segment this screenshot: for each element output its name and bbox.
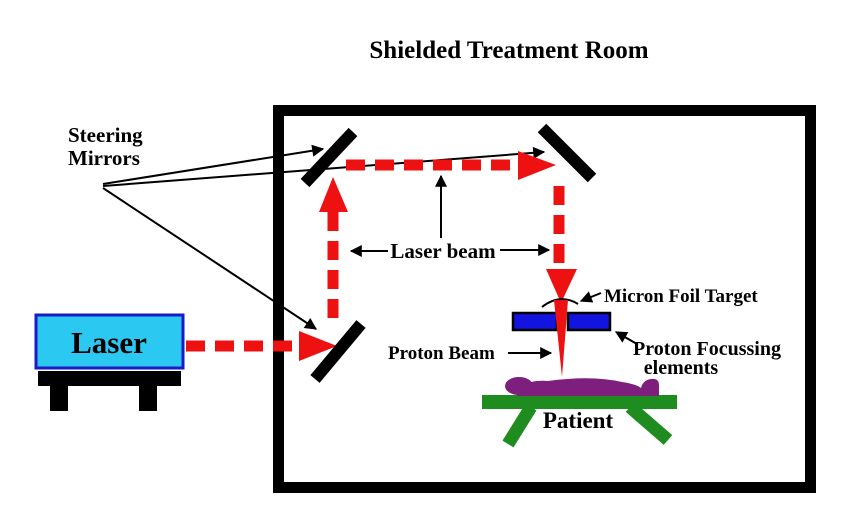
laser-beam-arrowhead-right-top xyxy=(518,151,556,180)
laser-beam-arrowhead-down xyxy=(546,269,577,303)
steering-mirrors-label-line1: Steering xyxy=(68,123,143,147)
micron-foil-target-label: Micron Foil Target xyxy=(604,286,758,307)
steering-mirror-lower xyxy=(310,320,366,383)
micron-foil-target-arc xyxy=(541,298,579,308)
proton-focussing-label-arrow xyxy=(614,331,638,345)
laser-stand-leg-right xyxy=(139,386,157,411)
laser-beam-arrowhead-up xyxy=(319,177,348,212)
patient-table-top xyxy=(482,395,677,409)
proton-focussing-element-right xyxy=(566,311,612,332)
proton-focussing-label-line1: Proton Focussing xyxy=(633,338,781,360)
patient-table-leg-right xyxy=(625,402,673,445)
shielded-room-outline xyxy=(273,105,816,493)
patient-label: Patient xyxy=(543,408,614,433)
proton-beam-cone xyxy=(554,300,568,377)
laser-stand-top xyxy=(38,371,181,386)
laser-device-label: Laser xyxy=(71,325,147,360)
proton-beam-label: Proton Beam xyxy=(388,343,495,364)
laser-beam-arrowhead-right-lower xyxy=(299,331,337,361)
diagram-title: Shielded Treatment Room xyxy=(369,37,648,64)
steering-mirrors-label-line2: Mirrors xyxy=(68,146,140,170)
proton-focussing-label-line2: elements xyxy=(644,357,719,379)
steering-mirrors-pointer-arrow-1 xyxy=(102,144,325,185)
steering-mirror-top-right xyxy=(537,123,597,183)
steering-mirror-top-left xyxy=(300,127,358,188)
patient-body xyxy=(517,378,659,396)
laser-stand-leg-left xyxy=(50,386,68,411)
laser-device-box xyxy=(34,313,185,370)
laser-beam-label: Laser beam xyxy=(390,239,496,263)
patient-table-leg-left xyxy=(502,403,537,448)
proton-focussing-element-left xyxy=(511,311,559,332)
micron-foil-label-arrow xyxy=(579,291,602,303)
steering-mirrors-pointer-arrow-3 xyxy=(102,187,318,330)
